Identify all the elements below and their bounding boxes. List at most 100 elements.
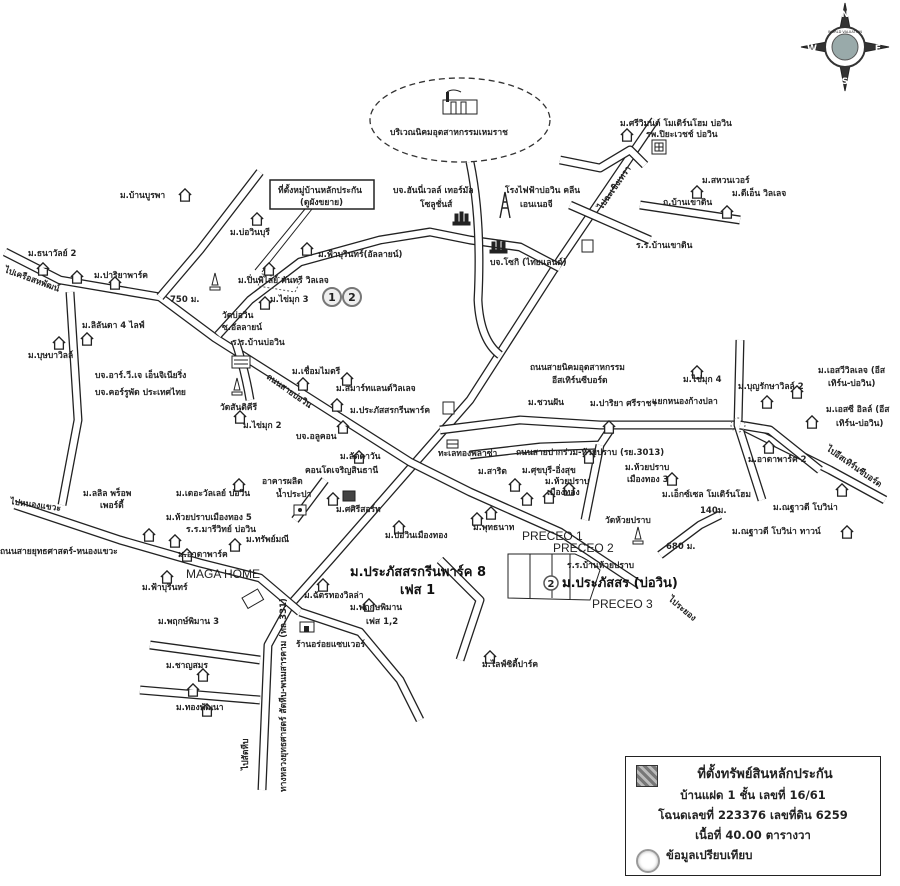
map-label: เพอร์ตี้ bbox=[100, 498, 125, 511]
map-label: ม.ไข่มุก 3 bbox=[270, 294, 309, 305]
compass-e: E bbox=[875, 44, 881, 54]
map-label: ม.ปิ่นพิไลย์ คันทรี วิลเลจ bbox=[238, 273, 329, 286]
map-label: ม.พฤกษพิมาน bbox=[350, 602, 402, 613]
map-label: ม.ทรัพย์มณี bbox=[246, 534, 289, 545]
junction-marker bbox=[730, 417, 746, 433]
house-icon bbox=[142, 528, 156, 542]
house-icon bbox=[178, 188, 192, 202]
map-label: คอนโดเจริญสินธานี bbox=[305, 465, 378, 476]
map-label: ม.พุทธนาท bbox=[473, 523, 515, 533]
road-9 bbox=[58, 291, 82, 506]
house-icon bbox=[484, 506, 498, 520]
map-label: ม.เดอะวัลเลย์ บ่อวิน bbox=[176, 488, 250, 499]
map-label: ร้านอร่อยแซบเวอร์ bbox=[296, 639, 365, 650]
collateral-swatch-icon bbox=[636, 765, 658, 787]
map-label: ม.เชื่อมไมตรี bbox=[292, 364, 341, 377]
map-label: ม.พฤกษ์พิมาน 3 bbox=[158, 616, 219, 627]
temple-icon bbox=[209, 272, 221, 291]
house-icon bbox=[296, 377, 310, 391]
house-icon bbox=[520, 492, 534, 506]
shop-icon bbox=[299, 621, 315, 633]
road-12 bbox=[298, 607, 425, 723]
legend-title: ที่ตั้งทรัพย์สินหลักประกัน bbox=[697, 767, 833, 782]
house-icon bbox=[326, 492, 340, 506]
road-7 bbox=[739, 421, 822, 473]
map-label: เอนเนอจี bbox=[520, 199, 553, 210]
map-label: ม.ประภัสสรกรีนพาร์ค 8 bbox=[350, 564, 486, 580]
comparison-marker-2: 2 bbox=[342, 287, 362, 307]
factory-icon bbox=[489, 239, 508, 254]
road-18 bbox=[149, 641, 261, 664]
house-icon bbox=[805, 415, 819, 429]
road-19 bbox=[139, 686, 261, 704]
map-label: บจ.อาร์.วี.เจ เอ็นจิเนียริ่ง bbox=[95, 368, 186, 381]
house-icon bbox=[52, 336, 66, 350]
map-label: ถนนสายยุทธศาสตร์-หนองแขวะ bbox=[0, 546, 118, 557]
water-plant-icon bbox=[293, 504, 307, 516]
house-icon bbox=[330, 398, 344, 412]
road-5 bbox=[439, 415, 888, 504]
map-label: ร.ร.บ้านบ่อวิน bbox=[232, 337, 285, 348]
map-label: วัดสันติคีรี bbox=[220, 402, 257, 413]
map-label: PRECEO 1 bbox=[522, 529, 583, 543]
comparison-ring-icon bbox=[636, 849, 660, 873]
map-label: ถ.บ้านเขาดิน bbox=[663, 197, 712, 208]
map-label: บจ.คอร์รูพัด ประเทศไทย bbox=[95, 387, 186, 398]
map-label: ม.ศศิรีสอร์ท bbox=[336, 504, 381, 515]
map-label: ม.ลลิล พร็อพ bbox=[83, 486, 132, 499]
house-icon bbox=[80, 332, 94, 346]
map-label: ม.ลิลันดา 4 ไลฟ์ bbox=[82, 320, 145, 331]
map-label: ม.ณฐาวดี โบวิน่า ทาวน์ bbox=[732, 526, 821, 537]
map-label: น้ำประปา bbox=[276, 487, 312, 500]
map-label: เมืองทอง bbox=[547, 487, 580, 498]
map-label: เฟส 1 bbox=[400, 583, 435, 598]
map-label: ม.เอสวีวิลเลจ (อีส bbox=[818, 365, 886, 376]
compass-w: W bbox=[807, 44, 817, 54]
map-labels: บริเวณนิคมอุตสาหกรรมเหมราชที่ตั้งหมู่บ้า… bbox=[0, 118, 890, 792]
map-label: PRECEO 2 bbox=[553, 541, 614, 555]
map-label: ไประยอง bbox=[665, 593, 698, 623]
road-0 bbox=[258, 118, 658, 791]
map-label: เฟส 1,2 bbox=[366, 617, 398, 627]
map-label: ม.ชาญสมร bbox=[166, 661, 208, 671]
house-icon bbox=[262, 262, 276, 276]
compass-s: S bbox=[842, 77, 848, 87]
map-label: ร.ร.บ้านเขาดิน bbox=[636, 240, 693, 251]
map-label: ม.ธนาวัลย์ 2 bbox=[28, 248, 77, 259]
road-3 bbox=[215, 228, 562, 338]
school-icon bbox=[231, 355, 251, 369]
temple-icon bbox=[632, 526, 644, 545]
map-label: ม.บ่อวินบุรี bbox=[230, 227, 270, 238]
compass-ring-text: WORLD VALUATION bbox=[828, 30, 862, 34]
plaza-icon bbox=[446, 439, 459, 449]
map-label: ม.ศรีวิมนต์ โมเดิร์นโฮม บ่อวิน bbox=[620, 118, 732, 129]
pointer-line bbox=[254, 208, 313, 273]
road-5 bbox=[439, 416, 887, 503]
map-label: 750 ม. bbox=[170, 295, 200, 305]
map-label: ม.ฟ้าบุรินทร์ bbox=[142, 582, 188, 593]
house-icon bbox=[720, 205, 734, 219]
road-11 bbox=[581, 444, 604, 521]
map-label: ม.ไลฟ์ซิตี้ปาร์ค bbox=[482, 657, 538, 670]
map-label: วัดบ่อวิน bbox=[222, 310, 254, 321]
map-label: ม.ฟ้าบุรินทร์(อัลลายน์) bbox=[318, 249, 403, 260]
map-label: ม.ห้วยปราบ bbox=[625, 462, 669, 473]
house-icon bbox=[70, 270, 84, 284]
map-label: ม.สหวนเวอร์ bbox=[702, 175, 750, 186]
map-label: ม.สมาร์ทแลนด์วิลเลจ bbox=[336, 383, 416, 394]
map-label: ม.ศุขบุรี-อิ่งสุข bbox=[522, 463, 576, 476]
house-icon bbox=[250, 212, 264, 226]
road-1 bbox=[3, 249, 642, 588]
map-label: (ดูผังขยาย) bbox=[300, 197, 343, 208]
map-label: ม.ปาริยา ศรีราชา bbox=[590, 398, 656, 409]
comparison-marker-1: 1 bbox=[322, 287, 342, 307]
map-label: ม.เอสซี อิลล์ (อีส bbox=[826, 404, 890, 415]
road-10 bbox=[469, 428, 613, 459]
map-label: โซลูชั่นส์ bbox=[419, 197, 453, 210]
temple-icon bbox=[231, 377, 243, 396]
legend-line1: บ้านแฝด 1 ชั้น เลขที่ 16/61 bbox=[680, 788, 826, 802]
map-label: ม.อาดาพาร์ค 2 bbox=[748, 454, 807, 465]
gate-icon bbox=[442, 401, 455, 415]
map-label: ม.ชวนฝัน bbox=[528, 397, 564, 408]
